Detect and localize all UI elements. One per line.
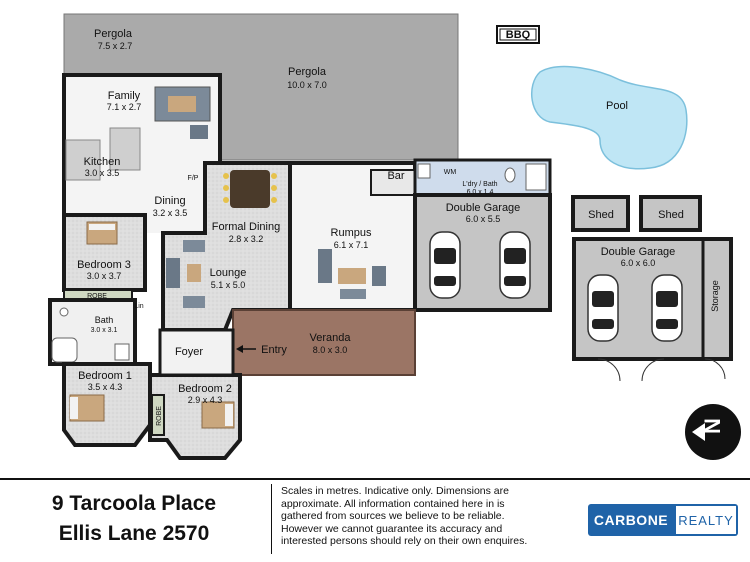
room-name: Dining: [154, 195, 185, 207]
pool-shape: [531, 65, 688, 170]
room-dimensions: 5.1 x 5.0: [211, 280, 246, 290]
room-dimensions: 2.8 x 3.2: [229, 234, 264, 244]
car-icon: [587, 274, 619, 342]
room-dimensions: 3.0 x 3.7: [87, 271, 122, 281]
entry-arrow-icon: [236, 345, 256, 353]
room-dimensions: 7.1 x 2.7: [107, 102, 142, 112]
footer-divider-line: [0, 478, 750, 480]
room-name: Double Garage: [601, 246, 676, 258]
bar-label: Bar: [387, 170, 404, 182]
veranda-area: [232, 309, 416, 376]
room-dimensions: 6.0 x 6.0: [621, 258, 656, 268]
shed-label: Shed: [658, 209, 684, 221]
washing-machine-label: WM: [444, 169, 457, 176]
storage-label: Storage: [710, 280, 720, 312]
room-name: Family: [108, 90, 141, 102]
room-dimensions: 8.0 x 3.0: [313, 345, 348, 355]
foyer-label: Foyer: [175, 346, 203, 358]
room-dimensions: 6.1 x 7.1: [334, 240, 369, 250]
room-name: Lounge: [210, 267, 247, 279]
room-dimensions: 6.0 x 5.5: [466, 214, 501, 224]
car-icon: [499, 231, 531, 299]
room-name: Bath: [95, 315, 114, 325]
dining-floor: [145, 163, 205, 233]
north-compass-icon: [685, 404, 741, 460]
bbq-box: [496, 25, 540, 44]
car-icon: [429, 231, 461, 299]
robe-label: ROBE: [156, 406, 163, 426]
room-name: Pergola: [94, 28, 133, 40]
room-dimensions: 2.9 x 4.3: [188, 395, 223, 405]
logo-suffix: REALTY: [674, 504, 738, 536]
agency-logo: CARBONE REALTY: [588, 504, 738, 536]
vertical-divider: [271, 484, 272, 554]
room-name: Veranda: [310, 332, 352, 344]
room-name: Bedroom 2: [178, 383, 232, 395]
room-name: Kitchen: [84, 156, 121, 168]
room-name: Bedroom 3: [77, 259, 131, 271]
logo-brand: CARBONE: [588, 504, 674, 536]
robe-label: ROBE: [87, 293, 107, 300]
room-dimensions: 3.5 x 4.3: [88, 382, 123, 392]
room-dimensions: 10.0 x 7.0: [287, 80, 327, 90]
room-name: Formal Dining: [212, 221, 280, 233]
address-line-2: Ellis Lane 2570: [58, 522, 210, 545]
bedroom-2-floor: [148, 373, 242, 460]
room-name: L'dry / Bath: [462, 181, 497, 188]
footer: 9 Tarcoola Place Ellis Lane 2570 Scales …: [0, 478, 750, 562]
fireplace-label: F/P: [188, 175, 199, 182]
car-icon: [651, 274, 683, 342]
linen-label: Lin: [134, 303, 143, 310]
room-dimensions: 3.0 x 3.5: [85, 168, 120, 178]
room-name: Pergola: [288, 66, 327, 78]
shed-right: [639, 195, 702, 232]
bedroom-1-floor: [62, 362, 152, 447]
address-line-1: 9 Tarcoola Place: [51, 492, 217, 515]
room-dimensions: 3.2 x 3.5: [153, 208, 188, 218]
room-name: Double Garage: [446, 202, 521, 214]
disclaimer-text: Scales in metres. Indicative only. Dimen…: [281, 485, 528, 548]
pool-label: Pool: [606, 100, 628, 112]
entry-label: Entry: [261, 344, 287, 356]
room-dimensions: 6.0 x 1.4: [467, 189, 494, 196]
shed-left: [571, 195, 630, 232]
bbq-label: BBQ: [506, 29, 531, 41]
foyer-floor: [158, 328, 235, 377]
room-name: Bedroom 1: [78, 370, 132, 382]
floor-plan: Pergola 7.5 x 2.7 Pergola 10.0 x 7.0 BBQ…: [48, 13, 741, 460]
compass-letter: N: [700, 418, 725, 434]
room-name: Rumpus: [331, 227, 372, 239]
room-dimensions: 3.0 x 3.1: [91, 327, 118, 334]
room-dimensions: 7.5 x 2.7: [98, 41, 133, 51]
shed-label: Shed: [588, 209, 614, 221]
